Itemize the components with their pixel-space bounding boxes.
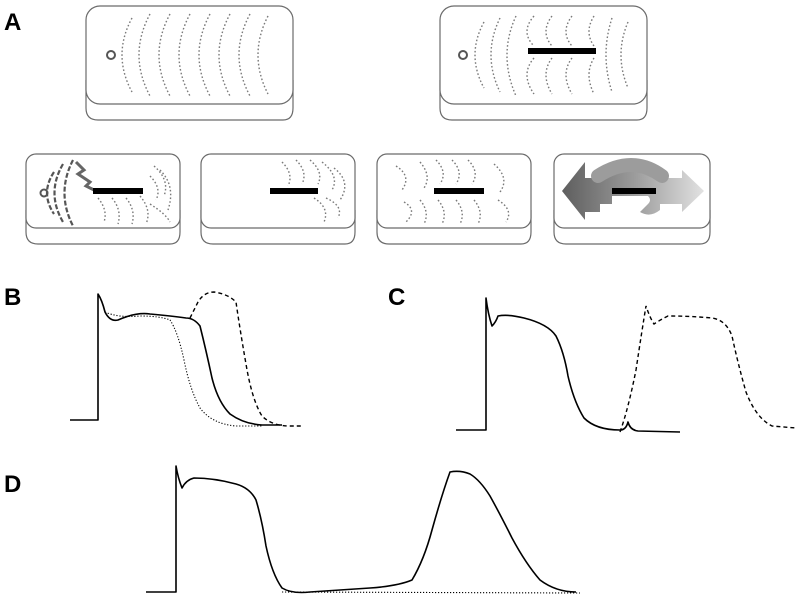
trace-solid-c (456, 297, 681, 433)
trace-dotted-baseline-d (281, 591, 581, 594)
tissue-reentrant-circuit (553, 153, 711, 245)
panel-label-b: B (4, 284, 21, 311)
tissue-wave-around-block (439, 5, 648, 121)
tissue-reentry-wave (376, 153, 532, 245)
zigzag-block-icon (74, 160, 95, 192)
panel-b-action-potentials (70, 291, 302, 427)
trace-dotted-shortened (104, 311, 262, 427)
panel-label-c: C (388, 284, 405, 311)
wavefront-group (121, 13, 269, 97)
tissue-unidirectional-block (25, 153, 181, 245)
panel-label-a: A (4, 9, 21, 36)
panel-c-action-potentials (456, 297, 797, 433)
trace-dashed-delayed (189, 291, 302, 427)
tissue-normal-propagation (85, 5, 294, 121)
tissue-block-partial-wave (200, 153, 356, 245)
trace-solid-baseline (70, 293, 282, 426)
pacing-site-icon (458, 50, 468, 60)
panel-d-action-potentials (146, 465, 581, 594)
trace-dashed-c (619, 305, 797, 433)
pacing-site-icon (106, 50, 116, 60)
panel-label-d: D (4, 471, 21, 498)
trace-solid-d (146, 465, 577, 594)
